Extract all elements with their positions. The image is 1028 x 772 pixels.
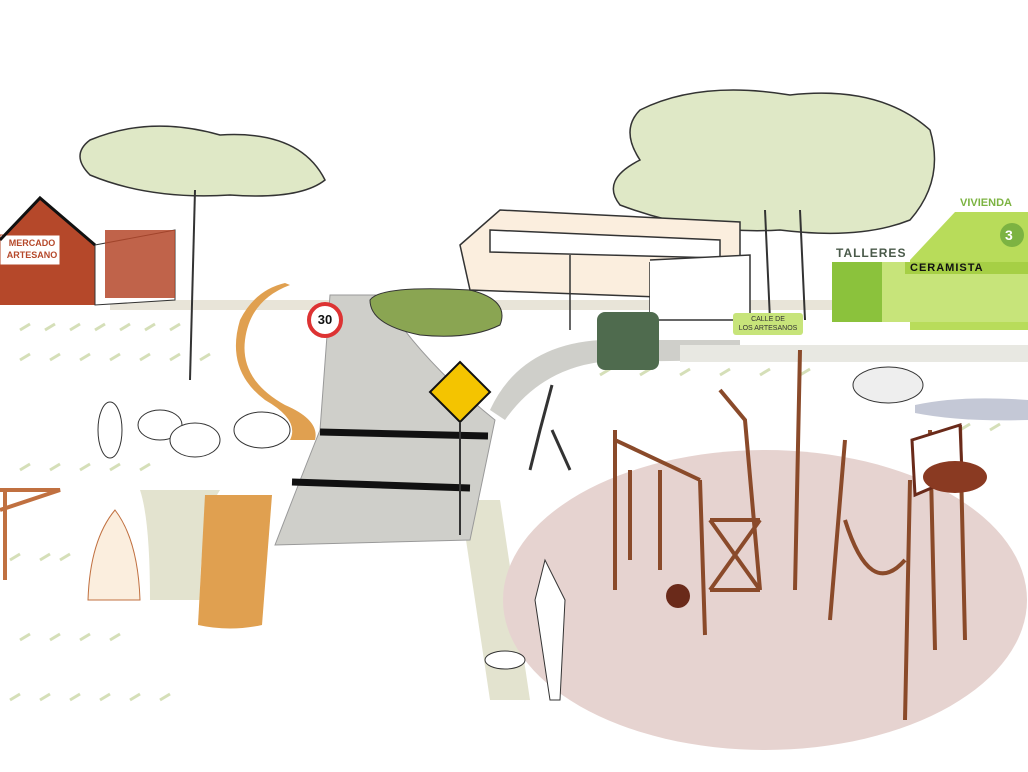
person-man — [534, 558, 566, 701]
puddle — [915, 398, 1028, 421]
tree-canopy-left — [79, 125, 326, 381]
playground-area — [503, 450, 1027, 750]
street-sign-line2: LOS ARTESANOS — [738, 325, 798, 332]
swing-ball — [666, 584, 690, 608]
market-building — [0, 195, 176, 306]
workshops-label: TALLERES — [836, 246, 907, 260]
housing-number: 3 — [1005, 227, 1013, 243]
speed-limit-sign — [307, 302, 343, 338]
market-sign: MERCADO ARTESANO — [2, 237, 62, 261]
ceramist-sign: CERAMISTA — [910, 262, 984, 274]
gravel-path — [140, 490, 220, 600]
speed-limit-value: 30 — [317, 312, 333, 327]
sidewalk-path — [110, 300, 900, 310]
small-dog — [484, 650, 526, 670]
orange-path — [235, 283, 316, 440]
sidewalk-right — [680, 345, 1028, 362]
tree-canopy-right — [612, 89, 936, 321]
street-sign-text: CALLE DE LOS ARTESANOS — [733, 315, 803, 333]
dalmatian-dog — [97, 401, 123, 459]
gas-station — [459, 209, 751, 330]
workshop-building — [832, 212, 1028, 330]
bench-structure — [0, 488, 61, 580]
pig — [852, 366, 924, 404]
person-walking — [528, 384, 572, 471]
street-sign — [733, 313, 803, 335]
paving-path — [460, 500, 530, 700]
market-sign-line2: ARTESANO — [6, 250, 58, 260]
person-woman — [87, 509, 141, 601]
street-sign-line1: CALLE DE — [751, 316, 785, 323]
bus-shelter-icon — [597, 312, 659, 370]
sheep-flock — [137, 409, 291, 458]
housing-label: VIVIENDA — [960, 197, 1012, 209]
bike-lane — [198, 495, 272, 629]
green-island — [369, 288, 503, 337]
grass-hatching — [9, 322, 1001, 702]
road-curve — [490, 340, 740, 420]
market-sign-line1: MERCADO — [8, 238, 56, 248]
